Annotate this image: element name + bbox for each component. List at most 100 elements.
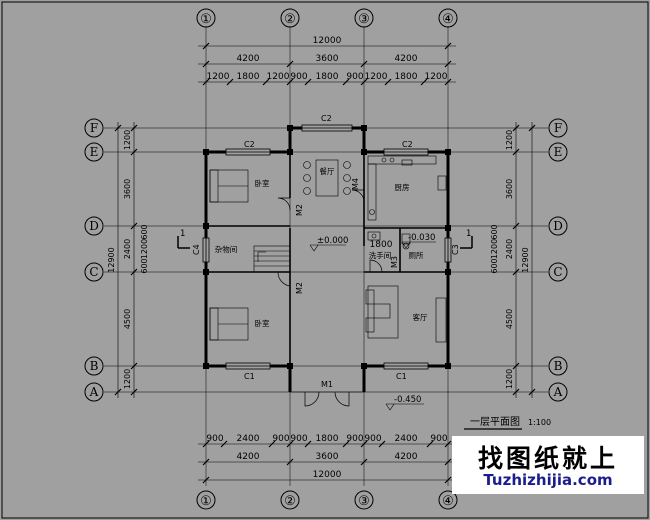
dim-bay-bottom-1: 4200 [237, 452, 260, 462]
dim-bottom-detail: 2400 [237, 434, 260, 444]
axis-col-4-top: ④ [442, 12, 454, 27]
axis-row-a-left: A [89, 385, 99, 399]
dim-bottom-detail: 900 [430, 434, 447, 444]
dim-bottom-detail: 900 [272, 434, 289, 444]
doors [277, 189, 383, 407]
dim-top-detail: 1800 [316, 72, 339, 82]
room-bedroom-bottom: 卧室 [255, 318, 270, 328]
dim-left-sub: 600 [140, 224, 149, 239]
axis-bubbles [84, 8, 568, 510]
axis-row-e-right: E [554, 145, 563, 159]
dim-right-detail: 3600 [505, 179, 514, 199]
dim-right-detail: 1200 [505, 369, 514, 389]
door-m2-upper: M2 [295, 204, 304, 216]
dim-bay-top-1: 4200 [237, 54, 260, 64]
dim-right-sub: 1200 [490, 239, 499, 259]
axis-col-3-bottom: ③ [358, 494, 370, 509]
dim-total-top: 12000 [313, 36, 342, 46]
dim-bottom-detail: 900 [206, 434, 223, 444]
watermark-badge: 找图纸就上 Tuzhizhijia.com [452, 436, 644, 494]
dim-bay-bottom-2: 3600 [316, 452, 339, 462]
axis-row-f-right: F [554, 121, 562, 135]
room-kitchen: 厨房 [395, 182, 410, 192]
window-c2-top: C2 [321, 114, 332, 123]
grid-lines [104, 26, 548, 486]
section-mark-right: 1 [466, 229, 471, 239]
dimension-ticks [114, 42, 536, 484]
dim-top-detail: 1200 [365, 72, 388, 82]
axis-row-b-left: B [90, 359, 99, 373]
window-c1-right: C1 [396, 372, 407, 381]
watermark-url: Tuzhizhijia.com [483, 471, 613, 489]
dim-bottom-detail: 1800 [316, 434, 339, 444]
watermark-chinese: 找图纸就上 [477, 444, 618, 473]
room-bedroom-top: 卧室 [255, 178, 270, 188]
axis-row-c-right: C [553, 265, 562, 279]
dim-left-total: 12900 [107, 247, 116, 272]
dim-left-detail: 2400 [123, 239, 132, 259]
dimension-lines [117, 45, 533, 481]
dim-top-detail: 900 [290, 72, 307, 82]
axis-row-c-left: C [89, 265, 98, 279]
axis-row-d-left: D [89, 219, 99, 233]
room-living: 客厅 [413, 312, 428, 322]
axis-row-d-right: D [553, 219, 563, 233]
dim-top-detail: 1200 [207, 72, 230, 82]
level-outdoor: -0.450 [394, 395, 421, 405]
dim-top-detail: 900 [346, 72, 363, 82]
dim-top-detail: 1800 [237, 72, 260, 82]
dim-left-detail: 1200 [123, 369, 132, 389]
windows [202, 124, 452, 370]
stair [253, 245, 291, 273]
drawing-scale: 1:100 [528, 418, 551, 427]
window-c2-left: C2 [244, 140, 255, 149]
level-floor: ±0.000 [317, 236, 348, 246]
dim-total-bottom: 12000 [313, 470, 342, 480]
axis-col-4-bottom: ④ [442, 494, 454, 509]
axis-row-a-right: A [553, 385, 563, 399]
axis-col-3-top: ③ [358, 12, 370, 27]
wall-columns [203, 125, 451, 369]
furniture [209, 155, 447, 343]
axis-col-2-bottom: ② [284, 494, 296, 509]
dim-left-detail: 3600 [123, 179, 132, 199]
room-washroom: 洗手间 [369, 250, 392, 260]
axis-row-f-left: F [90, 121, 98, 135]
dim-bottom-detail: 900 [346, 434, 363, 444]
dim-right-detail: 4500 [505, 309, 514, 329]
axis-col-1-top: ① [200, 12, 212, 27]
dim-right-total: 12900 [521, 247, 530, 272]
axis-row-b-right: B [554, 359, 563, 373]
door-m2-lower: M2 [295, 282, 304, 294]
section-marks [177, 236, 473, 249]
dim-bay-top-3: 4200 [395, 54, 418, 64]
room-toilet: 厕所 [409, 250, 424, 260]
dim-bottom-detail: 900 [364, 434, 381, 444]
dim-right-detail: 2400 [505, 239, 514, 259]
dim-top-detail: 1200 [425, 72, 448, 82]
dim-left-detail: 1200 [123, 130, 132, 150]
window-c4: C4 [192, 244, 201, 255]
door-m3: M3 [390, 256, 399, 268]
dim-stair-width: 1800 [370, 240, 393, 250]
window-c3: C3 [451, 244, 460, 255]
window-c1-left: C1 [244, 372, 255, 381]
dim-bottom-detail: 2400 [395, 434, 418, 444]
dim-left-sub: 600 [140, 258, 149, 273]
window-c2-right: C2 [402, 140, 413, 149]
level-marks [309, 241, 436, 411]
dim-bottom-detail: 900 [290, 434, 307, 444]
room-storage: 杂物间 [215, 244, 238, 254]
dim-right-sub: 600 [490, 224, 499, 239]
door-m1: M1 [321, 380, 333, 389]
dim-left-detail: 4500 [123, 309, 132, 329]
drawing-title: 一层平面图 [470, 416, 520, 428]
dim-top-detail: 1800 [395, 72, 418, 82]
dim-bay-top-2: 3600 [316, 54, 339, 64]
section-mark-left: 1 [180, 229, 185, 239]
room-dining: 餐厅 [320, 167, 335, 176]
axis-col-2-top: ② [284, 12, 296, 27]
axis-col-1-bottom: ① [200, 494, 212, 509]
